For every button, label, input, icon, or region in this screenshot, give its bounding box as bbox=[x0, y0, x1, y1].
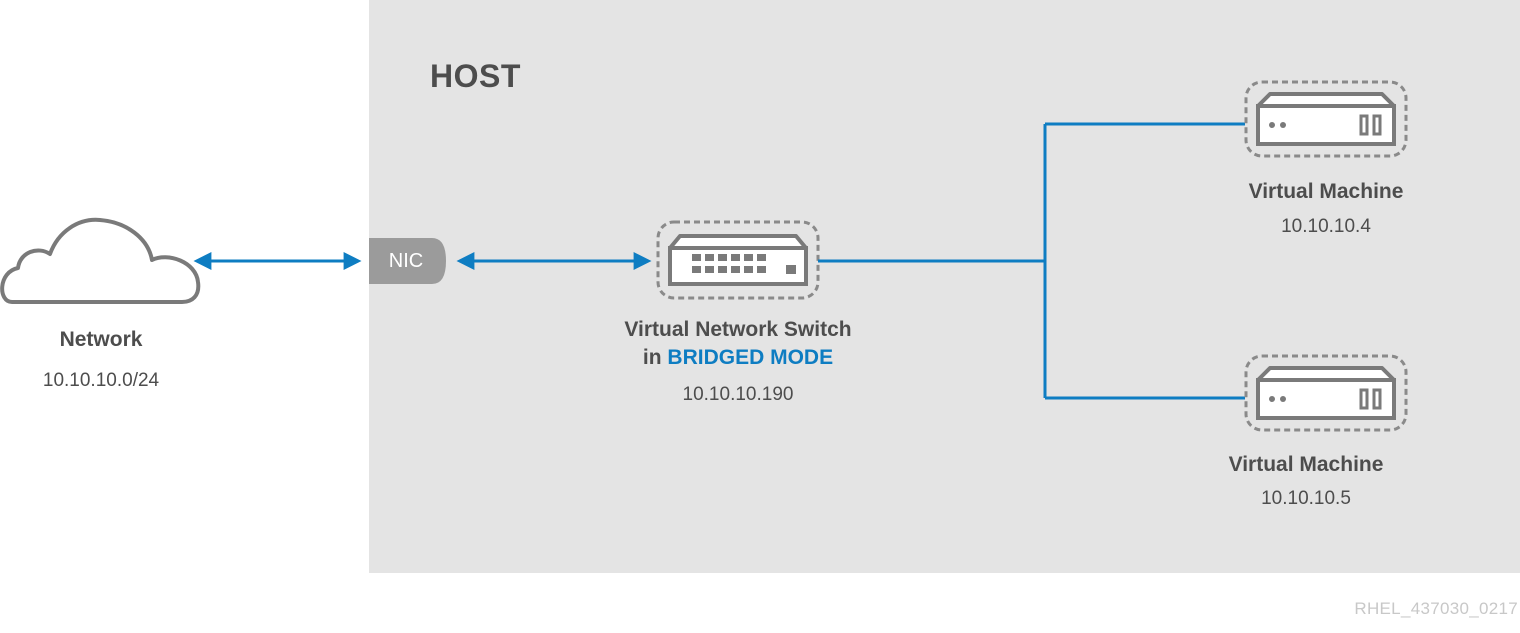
figure-id-watermark: RHEL_437030_0217 bbox=[1354, 599, 1518, 618]
nic-label: NIC bbox=[388, 250, 424, 272]
switch-vm-links bbox=[818, 122, 1245, 400]
network-ip: 10.10.10.0/24 bbox=[42, 370, 160, 391]
vm-name: Virtual Machine bbox=[1228, 453, 1384, 476]
switch-mode-line: in BRIDGED MODE bbox=[643, 346, 833, 370]
nic-icon bbox=[369, 238, 446, 284]
vm-server-icon bbox=[1244, 354, 1408, 432]
cloud-icon bbox=[0, 217, 201, 304]
switch-title: Virtual Network Switch bbox=[624, 318, 852, 341]
network-name: Network bbox=[59, 328, 143, 351]
vm-ip: 10.10.10.5 bbox=[1261, 488, 1351, 509]
switch-mode-prefix: in bbox=[642, 346, 662, 369]
vm-server-icon bbox=[1244, 80, 1408, 158]
vm-ip: 10.10.10.4 bbox=[1281, 216, 1371, 237]
switch-mode: BRIDGED MODE bbox=[667, 346, 834, 369]
switch-icon bbox=[656, 220, 820, 300]
vm-name: Virtual Machine bbox=[1248, 180, 1404, 203]
host-title: HOST bbox=[430, 58, 521, 94]
switch-ip: 10.10.10.190 bbox=[682, 384, 794, 405]
